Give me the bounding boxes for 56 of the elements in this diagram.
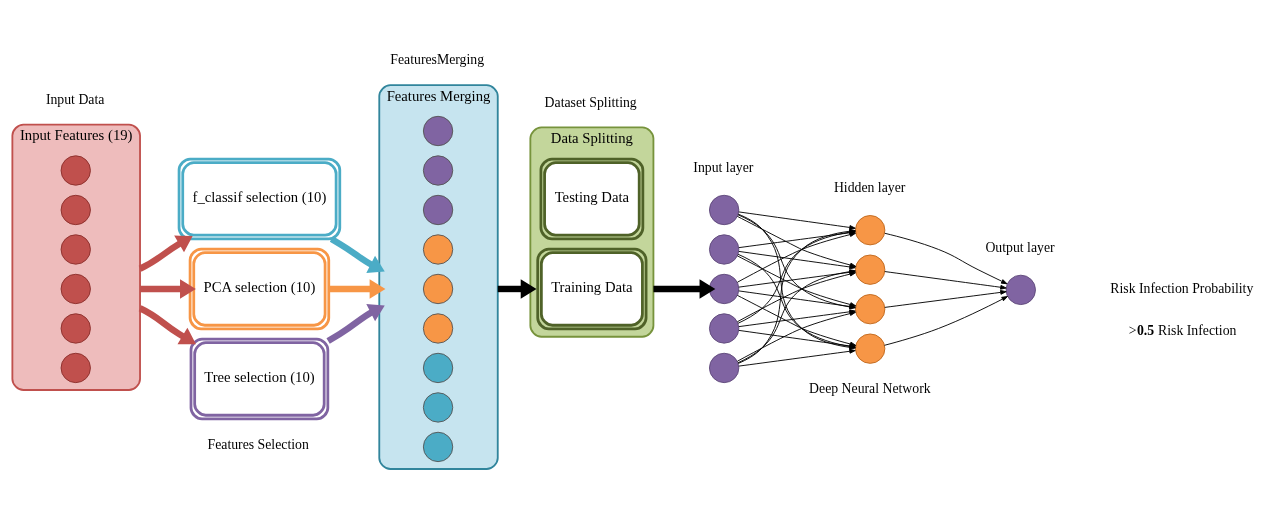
- node-circle: [422, 155, 454, 186]
- node-circle: [422, 313, 454, 344]
- arrow: [328, 279, 386, 299]
- arrow: [326, 304, 385, 344]
- node-circle: [60, 194, 91, 226]
- arrow: [140, 279, 196, 299]
- node-circle: [709, 234, 740, 265]
- node-circle: [855, 254, 886, 285]
- node-circle: [422, 234, 454, 265]
- label: Dataset Splitting: [544, 94, 637, 110]
- node-circle: [60, 273, 91, 305]
- label: Risk Infection Probability: [1110, 281, 1254, 297]
- node-circle: [422, 115, 454, 147]
- node-box: Tree selection (10): [189, 337, 330, 421]
- node-circle: [709, 313, 740, 344]
- label: Hidden layer: [833, 180, 906, 196]
- node-circle: [60, 313, 91, 344]
- arrow: [738, 348, 856, 367]
- arrow: [329, 236, 385, 274]
- arrow: [738, 211, 856, 230]
- cluster: Features Merging: [378, 84, 499, 470]
- arrow: [138, 305, 196, 345]
- node-box: Training Data: [536, 247, 648, 331]
- label: Deep Neural Network: [809, 381, 931, 397]
- label: FeaturesMerging: [390, 52, 485, 68]
- node-circle: [60, 234, 91, 265]
- arrow: [884, 271, 1007, 290]
- node-circle: [422, 273, 454, 305]
- node-circle: [709, 352, 740, 384]
- node-box: f_classif selection (10): [177, 157, 342, 241]
- node-circle: [709, 273, 740, 305]
- arrow: [884, 290, 1007, 308]
- label: >0.5 Risk Infection: [1128, 323, 1237, 339]
- label: Input layer: [693, 159, 754, 175]
- arrow: [884, 296, 1008, 346]
- node-circle: [855, 215, 886, 246]
- node-circle: [709, 194, 740, 226]
- node-circle: [855, 333, 886, 364]
- label: Features Selection: [207, 437, 309, 453]
- cluster: Input Features (19): [11, 123, 141, 391]
- node-circle: [422, 392, 454, 423]
- label: Input Data: [45, 91, 105, 107]
- node-box: PCA selection (10): [188, 247, 331, 331]
- node-circle: [60, 155, 91, 186]
- arrow: [653, 279, 716, 299]
- arrow: [138, 235, 193, 272]
- arrow: [497, 279, 537, 299]
- node-circle: [422, 352, 454, 384]
- node-circle: [1005, 274, 1036, 306]
- arrow: [884, 232, 1008, 285]
- node-circle: [422, 194, 454, 226]
- node-box: Testing Data: [539, 157, 645, 241]
- node-circle: [60, 352, 91, 384]
- node-circle: [855, 294, 886, 325]
- label: Output layer: [985, 239, 1055, 255]
- node-circle: [422, 431, 454, 463]
